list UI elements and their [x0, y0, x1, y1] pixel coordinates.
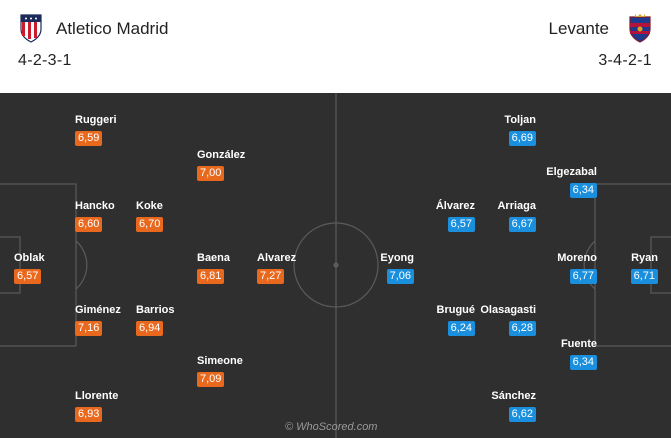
player-rating: 6,57 — [14, 269, 42, 284]
home-player[interactable]: Simeone 7,09 — [197, 355, 243, 391]
home-player[interactable]: Koke 6,70 — [136, 200, 164, 236]
pitch-markings — [0, 93, 671, 438]
player-rating: 7,00 — [197, 166, 225, 181]
player-rating: 6,71 — [630, 269, 658, 284]
pitch: Oblak 6,57 Ruggeri 6,59 Hancko 6,60 Gimé… — [0, 93, 671, 438]
home-player[interactable]: González 7,00 — [197, 149, 245, 185]
player-rating: 7,16 — [75, 321, 103, 336]
away-player[interactable]: Toljan 6,69 — [504, 114, 536, 150]
player-name: Fuente — [560, 338, 597, 350]
player-name: Álvarez — [435, 200, 475, 212]
away-player[interactable]: Eyong 7,06 — [380, 252, 414, 288]
home-player[interactable]: Baena 6,81 — [197, 252, 230, 288]
player-name: Sánchez — [491, 390, 536, 402]
player-rating: 6,59 — [75, 131, 103, 146]
player-rating: 6,70 — [136, 217, 164, 232]
home-formation: 4-2-3-1 — [18, 52, 72, 69]
player-name: Brugué — [436, 304, 476, 316]
player-rating: 6,77 — [569, 269, 597, 284]
home-player[interactable]: Giménez 7,16 — [75, 304, 121, 340]
player-name: Oblak — [14, 252, 45, 264]
player-rating: 6,60 — [75, 217, 103, 232]
player-rating: 6,67 — [508, 217, 536, 232]
watermark: © WhoScored.com — [285, 421, 378, 433]
home-player[interactable]: Ruggeri 6,59 — [75, 114, 117, 150]
player-rating: 6,24 — [447, 321, 475, 336]
player-name: Olasagasti — [480, 304, 536, 316]
away-team-name: Levante — [548, 19, 610, 38]
player-name: Ruggeri — [75, 114, 117, 126]
player-name: Baena — [197, 252, 231, 264]
away-player[interactable]: Arriaga 6,67 — [497, 200, 536, 236]
match-header: Atletico Madrid 4-2-3-1 Levante 3-4-2-1 — [0, 0, 671, 92]
away-player[interactable]: Fuente 6,34 — [561, 338, 597, 374]
home-team-name: Atletico Madrid — [56, 19, 169, 38]
player-name: Hancko — [75, 200, 115, 212]
away-player[interactable]: Moreno 6,77 — [557, 252, 597, 288]
player-name: Llorente — [75, 390, 119, 402]
player-name: Alvarez — [257, 252, 297, 264]
home-player[interactable]: Hancko 6,60 — [75, 200, 115, 236]
player-name: Ryan — [631, 252, 658, 264]
player-name: González — [197, 149, 246, 161]
away-player[interactable]: Elgezabal 6,34 — [546, 166, 597, 202]
home-player[interactable]: Alvarez 7,27 — [257, 252, 296, 288]
atletico-madrid-crest-icon — [20, 14, 42, 43]
away-player[interactable]: Ryan 6,71 — [630, 252, 658, 288]
player-rating: 6,81 — [197, 269, 225, 284]
home-player[interactable]: Llorente 6,93 — [75, 390, 118, 426]
player-name: Moreno — [557, 252, 597, 264]
away-player[interactable]: Olasagasti 6,28 — [480, 304, 536, 340]
player-rating: 7,09 — [197, 372, 225, 387]
player-rating: 6,34 — [569, 183, 597, 198]
away-formation: 3-4-2-1 — [598, 52, 652, 69]
player-rating: 6,93 — [75, 407, 103, 422]
player-rating: 6,57 — [447, 217, 475, 232]
away-player[interactable]: Álvarez 6,57 — [436, 200, 475, 236]
player-rating: 6,94 — [136, 321, 164, 336]
player-rating: 6,62 — [508, 407, 536, 422]
home-player[interactable]: Barrios 6,94 — [136, 304, 175, 340]
player-rating: 6,28 — [508, 321, 536, 336]
away-player[interactable]: Brugué 6,24 — [436, 304, 476, 340]
player-name: Elgezabal — [546, 166, 597, 178]
player-rating: 7,06 — [386, 269, 414, 284]
levante-crest-icon — [629, 14, 651, 43]
away-player[interactable]: Sánchez 6,62 — [491, 390, 536, 426]
player-name: Simeone — [197, 355, 243, 367]
player-name: Arriaga — [497, 200, 536, 212]
player-name: Koke — [136, 200, 163, 212]
player-name: Barrios — [136, 304, 175, 316]
player-rating: 6,34 — [569, 355, 597, 370]
player-name: Eyong — [380, 252, 414, 264]
player-rating: 6,69 — [508, 131, 536, 146]
player-name: Toljan — [504, 114, 536, 126]
home-player[interactable]: Oblak 6,57 — [14, 252, 45, 288]
player-name: Giménez — [75, 304, 121, 316]
player-rating: 7,27 — [257, 269, 285, 284]
